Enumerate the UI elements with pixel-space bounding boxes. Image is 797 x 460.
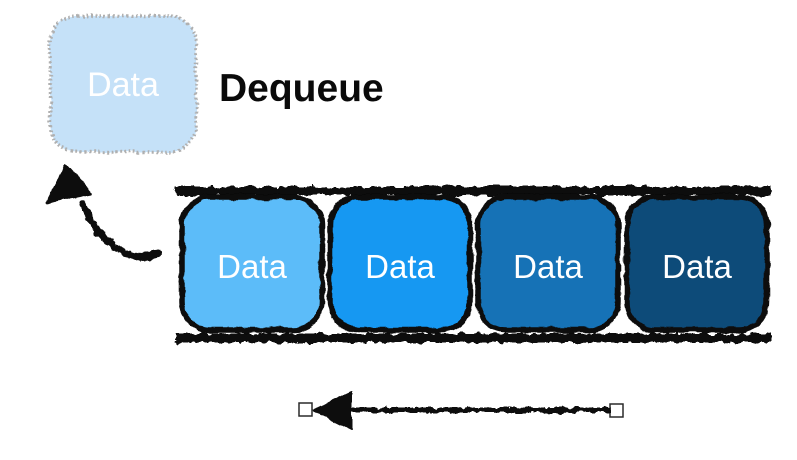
queue-channel (175, 186, 771, 343)
queue-item-box (327, 194, 473, 333)
queue-item: Data (179, 194, 325, 333)
queue-item: Data (624, 194, 770, 333)
dequeued-item-box (48, 14, 198, 154)
queue-item-label: Data (513, 248, 583, 285)
dequeue-arrow (46, 164, 162, 261)
queue-item: Data (327, 194, 473, 333)
dequeue-arrow-shaft (79, 200, 162, 261)
dequeue-arrow-head-icon (46, 164, 93, 203)
dequeued-item-label: Data (87, 66, 159, 104)
arrow-endpoint-handle-right[interactable] (609, 403, 624, 418)
queue-item: Data (475, 194, 621, 333)
diagram-title: Dequeue (219, 67, 384, 110)
arrow-endpoint-handle-left[interactable] (298, 402, 313, 417)
queue-items: Data Data Data Data (179, 194, 770, 333)
direction-arrow[interactable] (298, 391, 624, 430)
direction-arrow-head-icon (312, 391, 352, 430)
queue-item-label: Data (365, 248, 435, 285)
queue-item-label: Data (217, 248, 287, 285)
queue-item-box (179, 194, 325, 333)
queue-item-box (624, 194, 770, 333)
dequeued-item: Data (48, 14, 198, 154)
queue-item-box (475, 194, 621, 333)
queue-item-label: Data (662, 248, 732, 285)
